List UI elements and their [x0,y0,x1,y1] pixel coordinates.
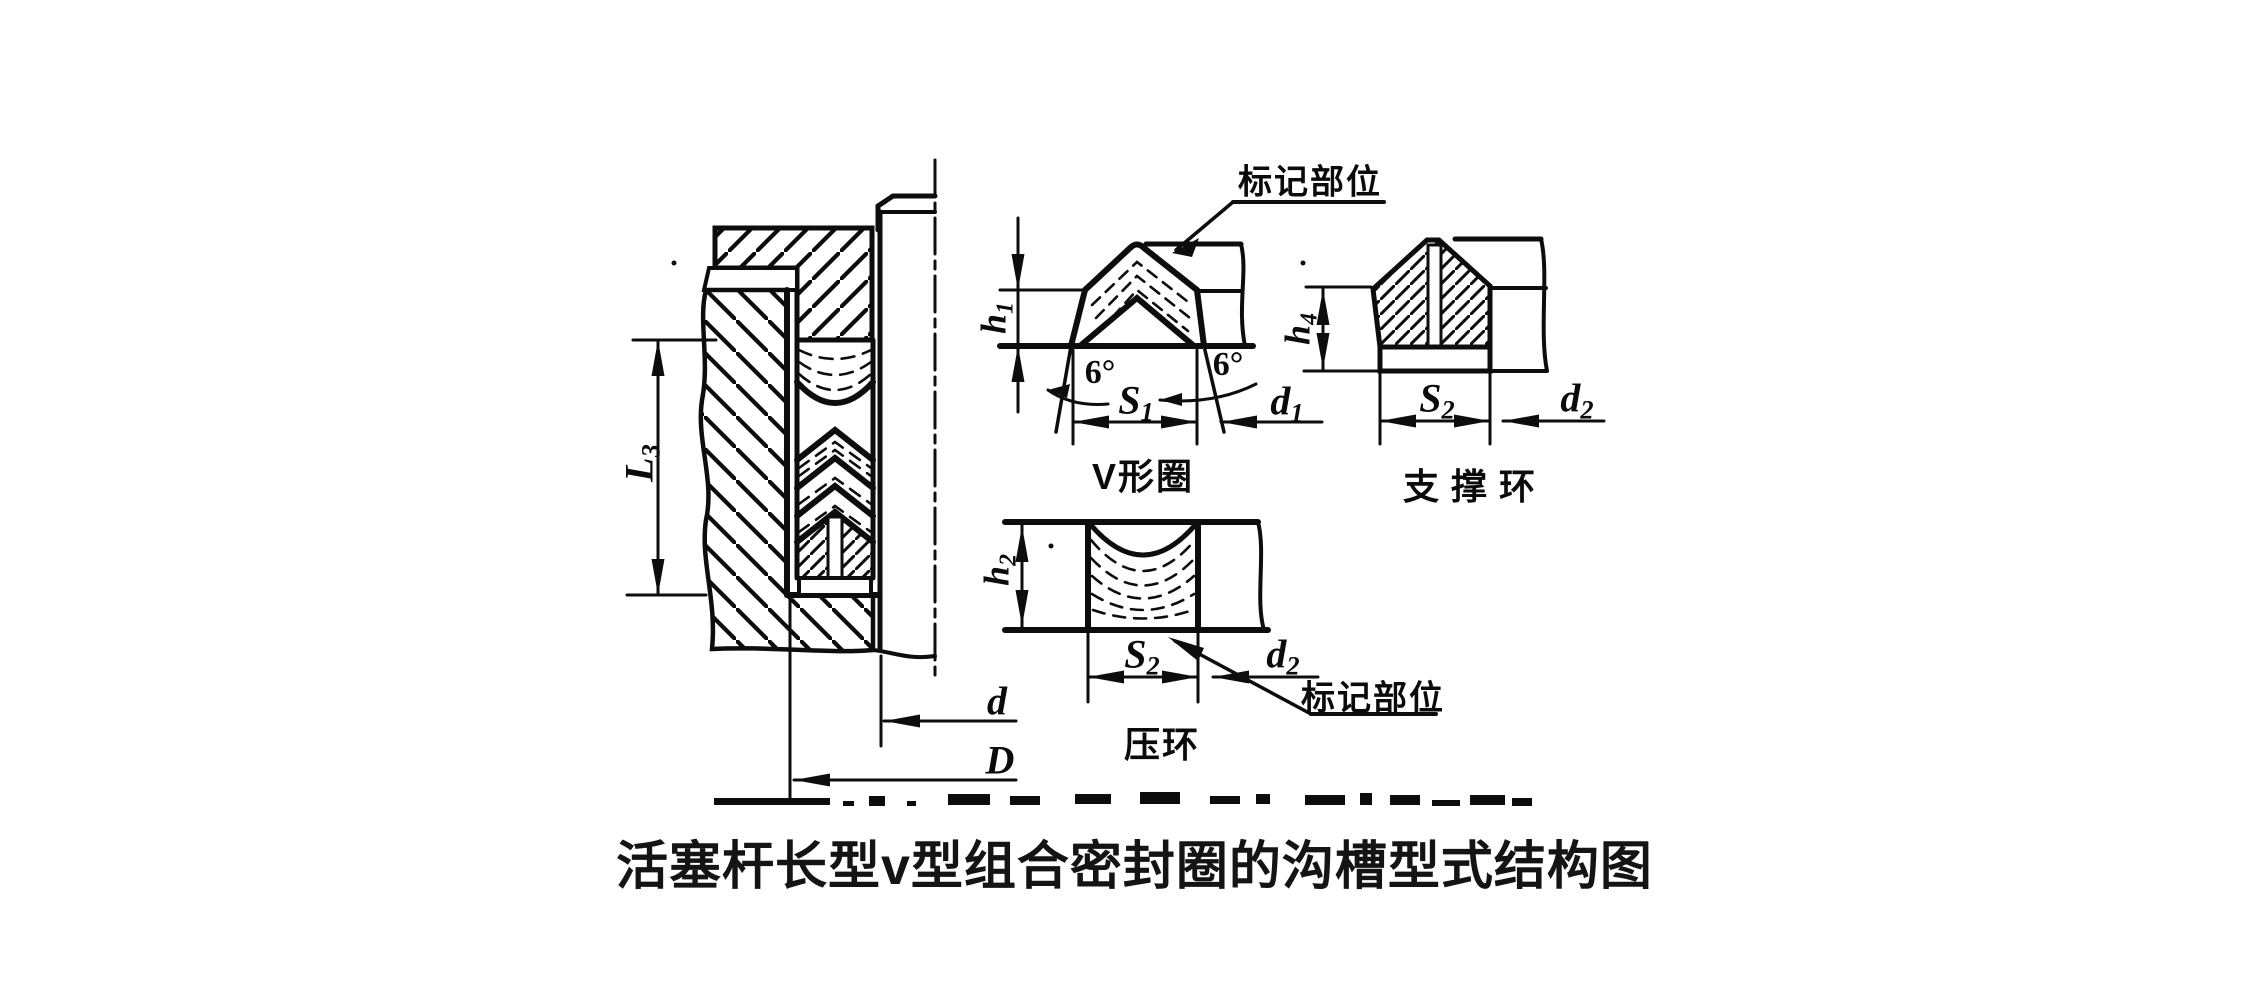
mark-location-label-bottom: 标记部位 [1301,679,1445,718]
dimension-S2-support [1378,371,1492,446]
dim-label-h1: h1 [973,302,1019,334]
bottom-washer [797,576,873,597]
angle-callouts [1046,382,1258,406]
dimension-h1 [998,216,1084,414]
dimension-S2-pressure [1086,630,1200,704]
mark-leader-bottom [1168,637,1438,716]
dimension-d1 [1219,415,1324,429]
angle-label-left: 6° [1084,354,1116,391]
support-bottom-band [1377,344,1493,374]
v-ring-detail [997,200,1386,446]
v-ring-label: V形圈 [1091,456,1195,497]
support-ring-label: 支撑环 [1402,466,1548,507]
pressure-ring-detail [1002,519,1438,716]
support-ring-in-stack [794,508,876,597]
dimension-d [879,654,1018,748]
dim-label-d2-pressure: d2 [1266,631,1300,681]
dimension-S1 [1071,348,1199,446]
assembly-section-view [625,158,1018,804]
dim-label-S2-pressure: S2 [1124,631,1160,681]
pressure-ring-label: 压环 [1123,724,1201,765]
dim-label-h4: h4 [1277,313,1323,345]
dimension-d2-support [1501,414,1606,428]
dim-label-h2: h2 [976,554,1022,586]
dim-label-L3: L3 [616,444,666,482]
angle-label-right: 6° [1212,346,1244,383]
support-ring-detail [1302,236,1606,446]
mark-location-label-top: 标记部位 [1238,163,1382,202]
dim-label-d1: d1 [1270,378,1304,428]
dim-label-d2-support: d2 [1560,375,1594,425]
v-ring-stack [794,426,876,534]
dimension-L3 [625,338,718,597]
dimension-h4 [1302,285,1380,373]
collar-tab [701,266,799,292]
concave-top [1087,521,1199,558]
dimension-D [788,598,1018,804]
dimension-h2 [1015,522,1029,630]
dim-label-D: D [985,737,1015,783]
dimension-d2-pressure [1211,670,1320,684]
dim-label-S1: S1 [1118,377,1154,427]
figure-caption: 活塞杆长型v型组合密封圈的沟槽型式结构图 [616,838,1653,896]
dim-label-d: d [987,678,1007,724]
dim-label-S2-support: S2 [1419,375,1455,425]
mark-leader-top [1172,200,1386,257]
pressure-ring-in-stack [794,348,876,406]
